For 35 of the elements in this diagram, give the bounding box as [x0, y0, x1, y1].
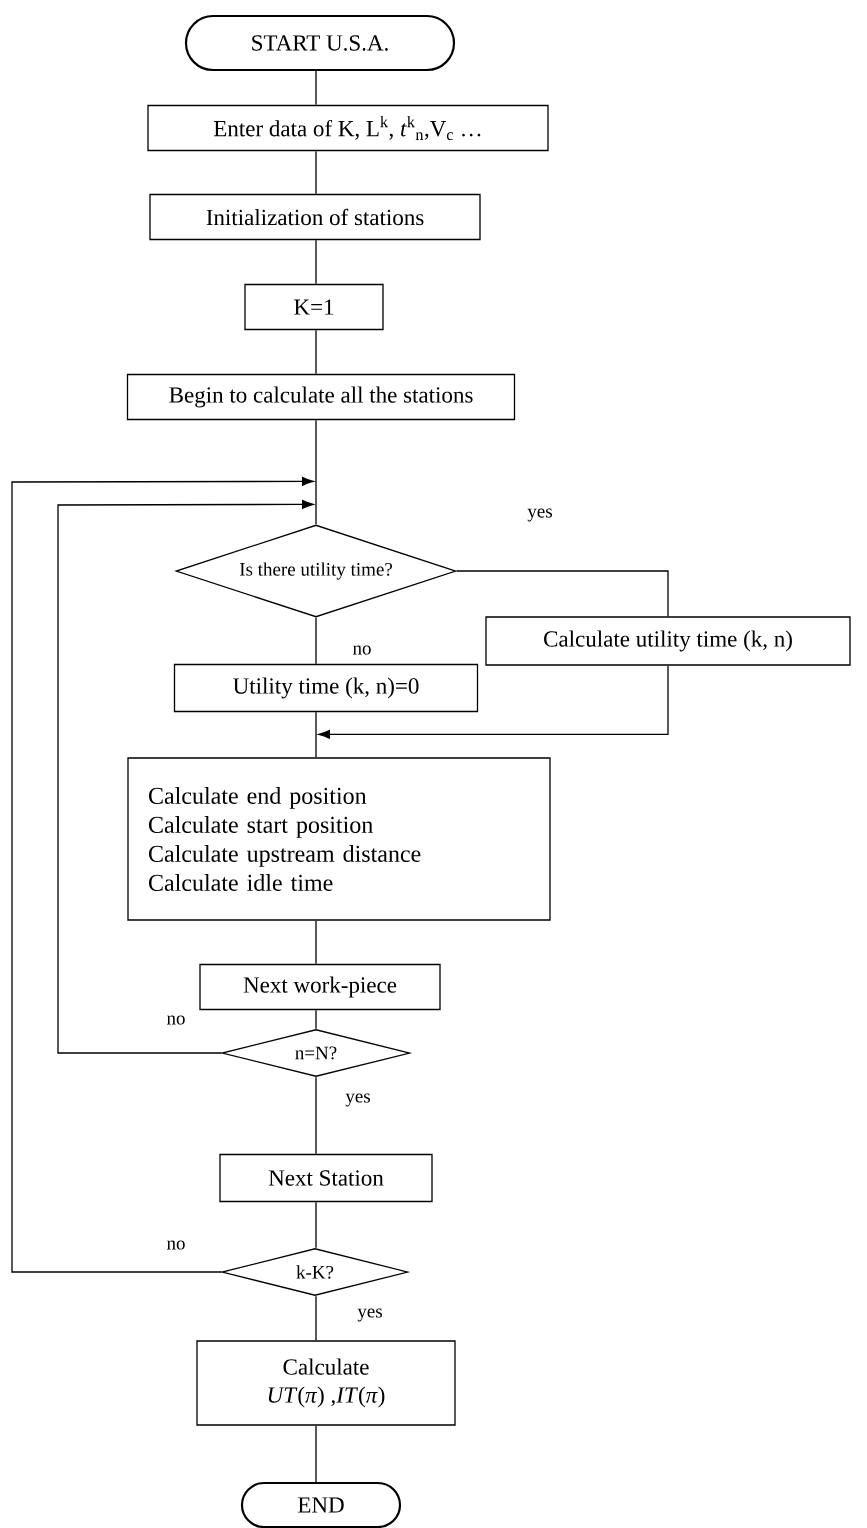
connector: [315, 150, 317, 195]
edge-label: no: [165, 1014, 187, 1026]
process-box: Begin to calculate all the stations: [126, 373, 516, 421]
process-box: Next Station: [219, 1153, 433, 1203]
connector: [315, 920, 317, 965]
process-box: Enter data of K, L$^{k}$, t$^{k}$$_{n}$,V$_{c}$ …: [147, 104, 549, 152]
connector: [315, 1425, 317, 1483]
terminal-box: START U.S.A.: [184, 14, 456, 72]
connector: [315, 419, 317, 525]
connector: [315, 1201, 317, 1249]
edge-label: yes: [526, 507, 554, 523]
process-box: Utility time (k, n)=0: [173, 663, 479, 713]
connector: [57, 499, 314, 1054]
connector: [318, 665, 669, 739]
edge-label: no: [165, 1239, 187, 1251]
connector: [315, 617, 317, 665]
edge-label: yes: [356, 1307, 384, 1323]
edge-label: no: [351, 644, 373, 656]
connector: [11, 476, 314, 1273]
connector: [315, 1009, 317, 1030]
process-box: Calculate utility time (k, n): [485, 616, 851, 666]
process-box: Calculate UT(π) ,IT(π): [196, 1340, 456, 1426]
connector: [315, 1295, 317, 1341]
connector: [315, 329, 317, 375]
connector: [315, 1076, 317, 1155]
terminal-box: END: [240, 1481, 402, 1528]
process-box: Initialization of stations: [149, 193, 481, 241]
process-box: K=1: [244, 283, 384, 331]
process-box: Calculate end position Calculate start position Calculate upstream distance Calculate idle time: [127, 757, 551, 921]
edge-label: yes: [344, 1092, 372, 1108]
connector: [315, 70, 317, 106]
process-box: Next work-piece: [199, 963, 441, 1011]
connector: [315, 711, 317, 758]
connector: [456, 570, 669, 617]
connector: [315, 239, 317, 285]
